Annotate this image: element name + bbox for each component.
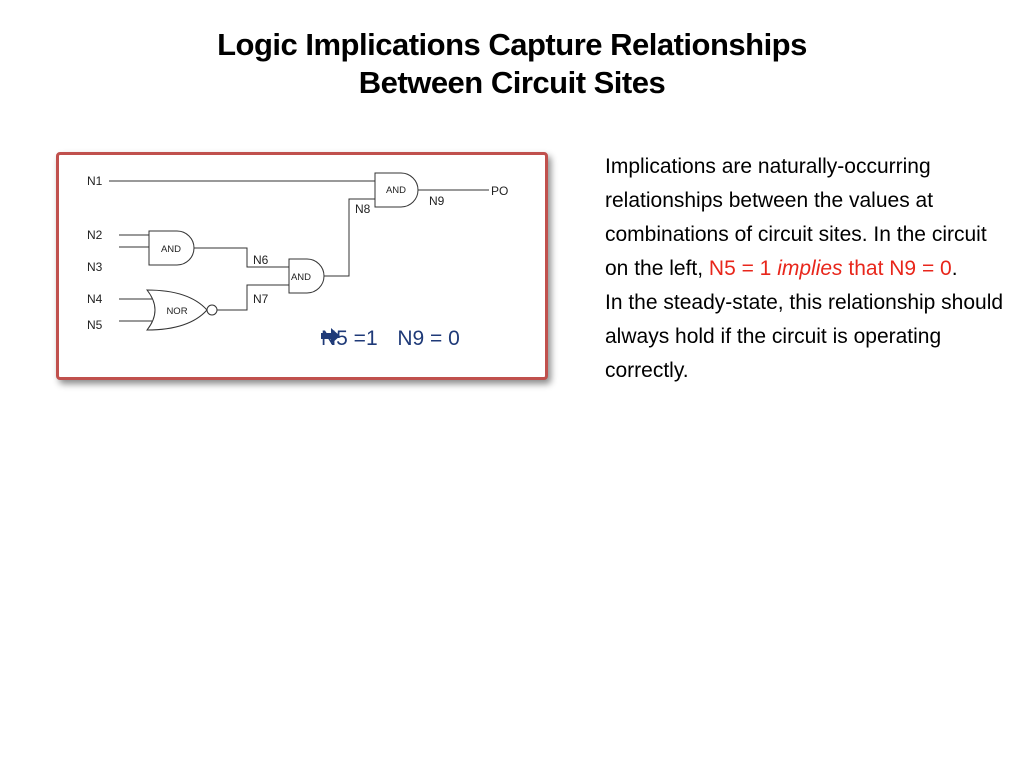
explanation-text: Implications are naturally-occurring rel…: [605, 150, 1005, 388]
and-gate-mid: [288, 258, 325, 294]
node-label-n8: N8: [355, 202, 371, 216]
node-label-n5: N5: [87, 318, 103, 332]
and-gate-n2-n3: [148, 230, 195, 266]
explanation-highlight-1: N5 = 1: [708, 257, 778, 280]
and-gate-top-label: AND: [386, 185, 406, 196]
node-label-n3: N3: [87, 260, 103, 274]
caption-right: N9 = 0: [397, 327, 460, 350]
slide-title-line-1: Logic Implications Capture Relationships: [217, 27, 807, 62]
node-label-n4: N4: [87, 292, 103, 306]
slide-title-line-2: Between Circuit Sites: [358, 65, 666, 100]
wire-n7: [217, 284, 289, 311]
node-label-n9: N9: [429, 194, 445, 208]
wire-n6: [194, 247, 289, 268]
circuit-diagram-frame: AND AND NOR AND N1 N2 N3 N4 N5 N6 N7 N8 …: [56, 152, 548, 380]
explanation-highlight-2: that N9 = 0: [842, 257, 952, 280]
node-label-n2: N2: [87, 228, 103, 242]
nor-gate-n4-n5: [145, 289, 208, 331]
explanation-highlight-implies: implies: [777, 257, 843, 280]
explanation-part-1: Implications are naturally-occurring rel…: [605, 155, 987, 280]
circuit-diagram: AND AND NOR AND N1 N2 N3 N4 N5 N6 N7 N8 …: [87, 172, 508, 332]
nor-inversion-bubble: [206, 304, 218, 316]
node-label-n1: N1: [87, 174, 103, 188]
implication-caption: N5 =1 N9 = 0: [321, 327, 460, 351]
explanation-part-3: In the steady-state, this relationship s…: [605, 291, 1004, 382]
wire-n8: [339, 198, 375, 277]
and-gate-n2-n3-label: AND: [161, 244, 181, 255]
and-gate-mid-label: AND: [291, 272, 311, 283]
node-label-n7: N7: [253, 292, 269, 306]
explanation-period: .: [951, 257, 958, 280]
nor-gate-label: NOR: [166, 306, 187, 317]
node-label-n6: N6: [253, 253, 269, 267]
node-label-po: PO: [491, 184, 508, 198]
and-gate-top: [374, 172, 419, 208]
slide-title: Logic Implications Capture Relationships…: [0, 26, 1024, 102]
